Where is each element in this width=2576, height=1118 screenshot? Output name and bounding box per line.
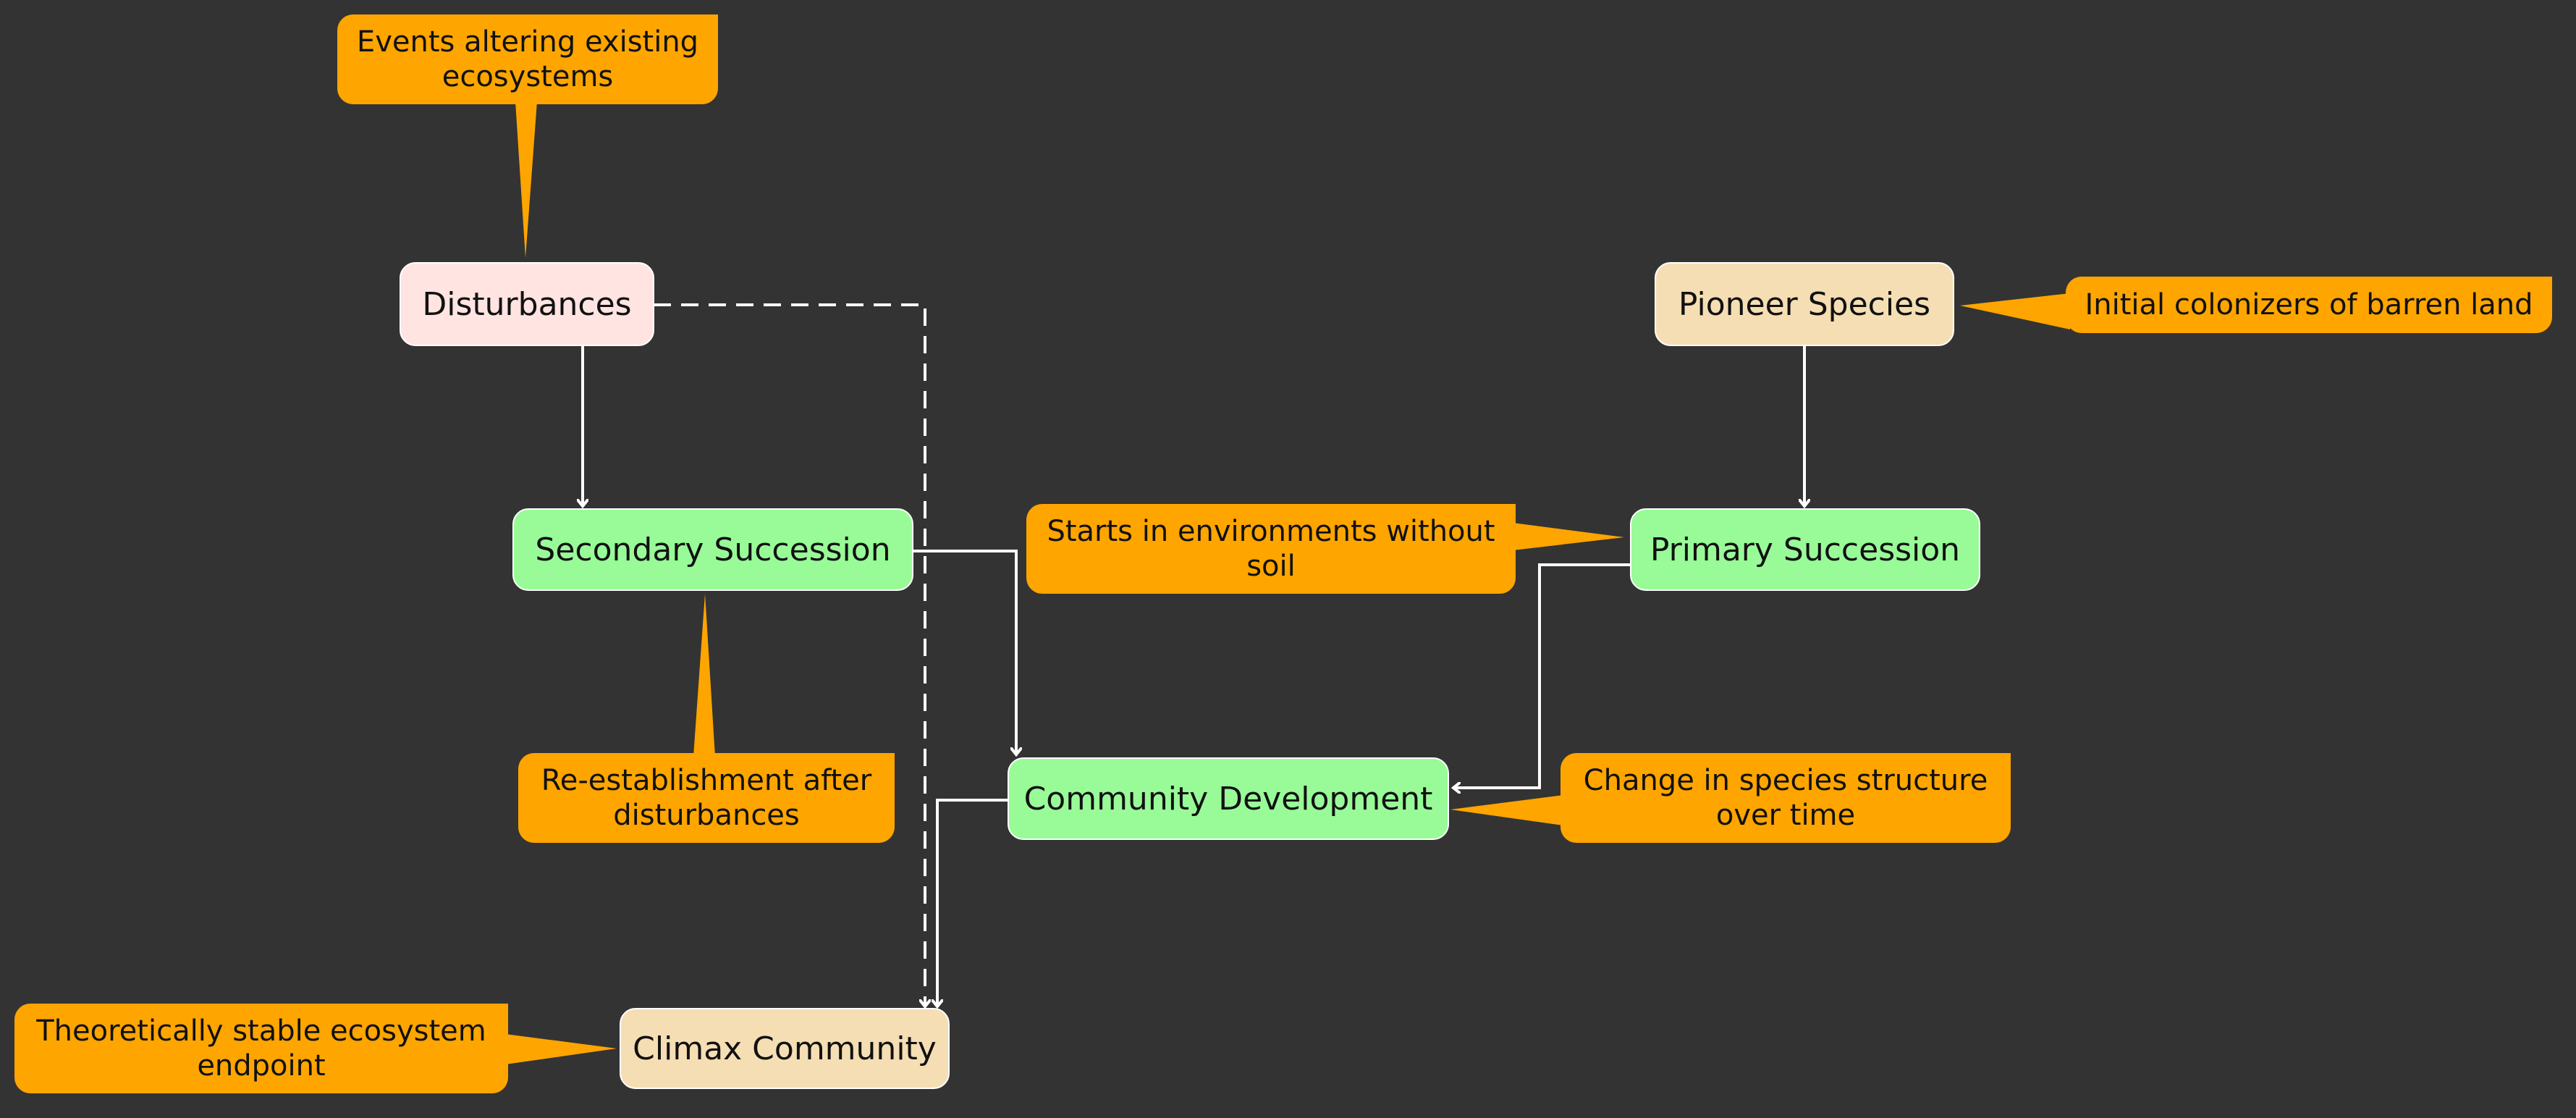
node-community-development-label: Community Development bbox=[1023, 780, 1433, 818]
edge-primary-to-community bbox=[1453, 563, 1631, 788]
note-disturbances: Events altering existing ecosystems bbox=[337, 14, 718, 104]
node-disturbances: Disturbances bbox=[400, 262, 654, 346]
note-tail-disturbances bbox=[515, 101, 537, 258]
node-secondary-succession-label: Secondary Succession bbox=[535, 531, 891, 568]
note-tail-climax bbox=[505, 1034, 617, 1064]
note-pioneer-species-text: Initial colonizers of barren land bbox=[2085, 288, 2533, 321]
node-pioneer-species: Pioneer Species bbox=[1655, 262, 1954, 346]
note-pioneer-species: Initial colonizers of barren land bbox=[2066, 277, 2552, 333]
edge-community-to-climax bbox=[937, 799, 1008, 1006]
note-community-development: Change in species structure over time bbox=[1561, 753, 2011, 843]
note-secondary-succession: Re-establishment after disturbances bbox=[518, 753, 895, 843]
note-tail-secondary bbox=[693, 594, 715, 757]
node-climax-community: Climax Community bbox=[620, 1008, 950, 1089]
note-climax-community: Theoretically stable ecosystem endpoint bbox=[14, 1004, 508, 1093]
note-community-development-text: Change in species structure over time bbox=[1583, 764, 1988, 832]
node-community-development: Community Development bbox=[1008, 757, 1449, 840]
node-climax-community-label: Climax Community bbox=[633, 1030, 937, 1067]
node-pioneer-species-label: Pioneer Species bbox=[1678, 285, 1931, 323]
note-climax-community-text: Theoretically stable ecosystem endpoint bbox=[36, 1014, 486, 1083]
node-primary-succession: Primary Succession bbox=[1630, 508, 1980, 591]
note-tail-primary bbox=[1513, 523, 1624, 550]
note-primary-succession-text: Starts in environments without soil bbox=[1047, 515, 1495, 583]
node-secondary-succession: Secondary Succession bbox=[512, 508, 913, 591]
note-disturbances-text: Events altering existing ecosystems bbox=[356, 25, 699, 93]
edge-disturbances-to-climax bbox=[654, 303, 925, 1006]
note-secondary-succession-text: Re-establishment after disturbances bbox=[541, 764, 872, 832]
node-primary-succession-label: Primary Succession bbox=[1650, 531, 1961, 568]
note-tail-pioneer bbox=[1960, 293, 2070, 329]
edge-secondary-to-community bbox=[913, 550, 1016, 755]
note-tail-community bbox=[1450, 795, 1563, 825]
note-primary-succession: Starts in environments without soil bbox=[1026, 504, 1516, 594]
node-disturbances-label: Disturbances bbox=[422, 285, 632, 323]
